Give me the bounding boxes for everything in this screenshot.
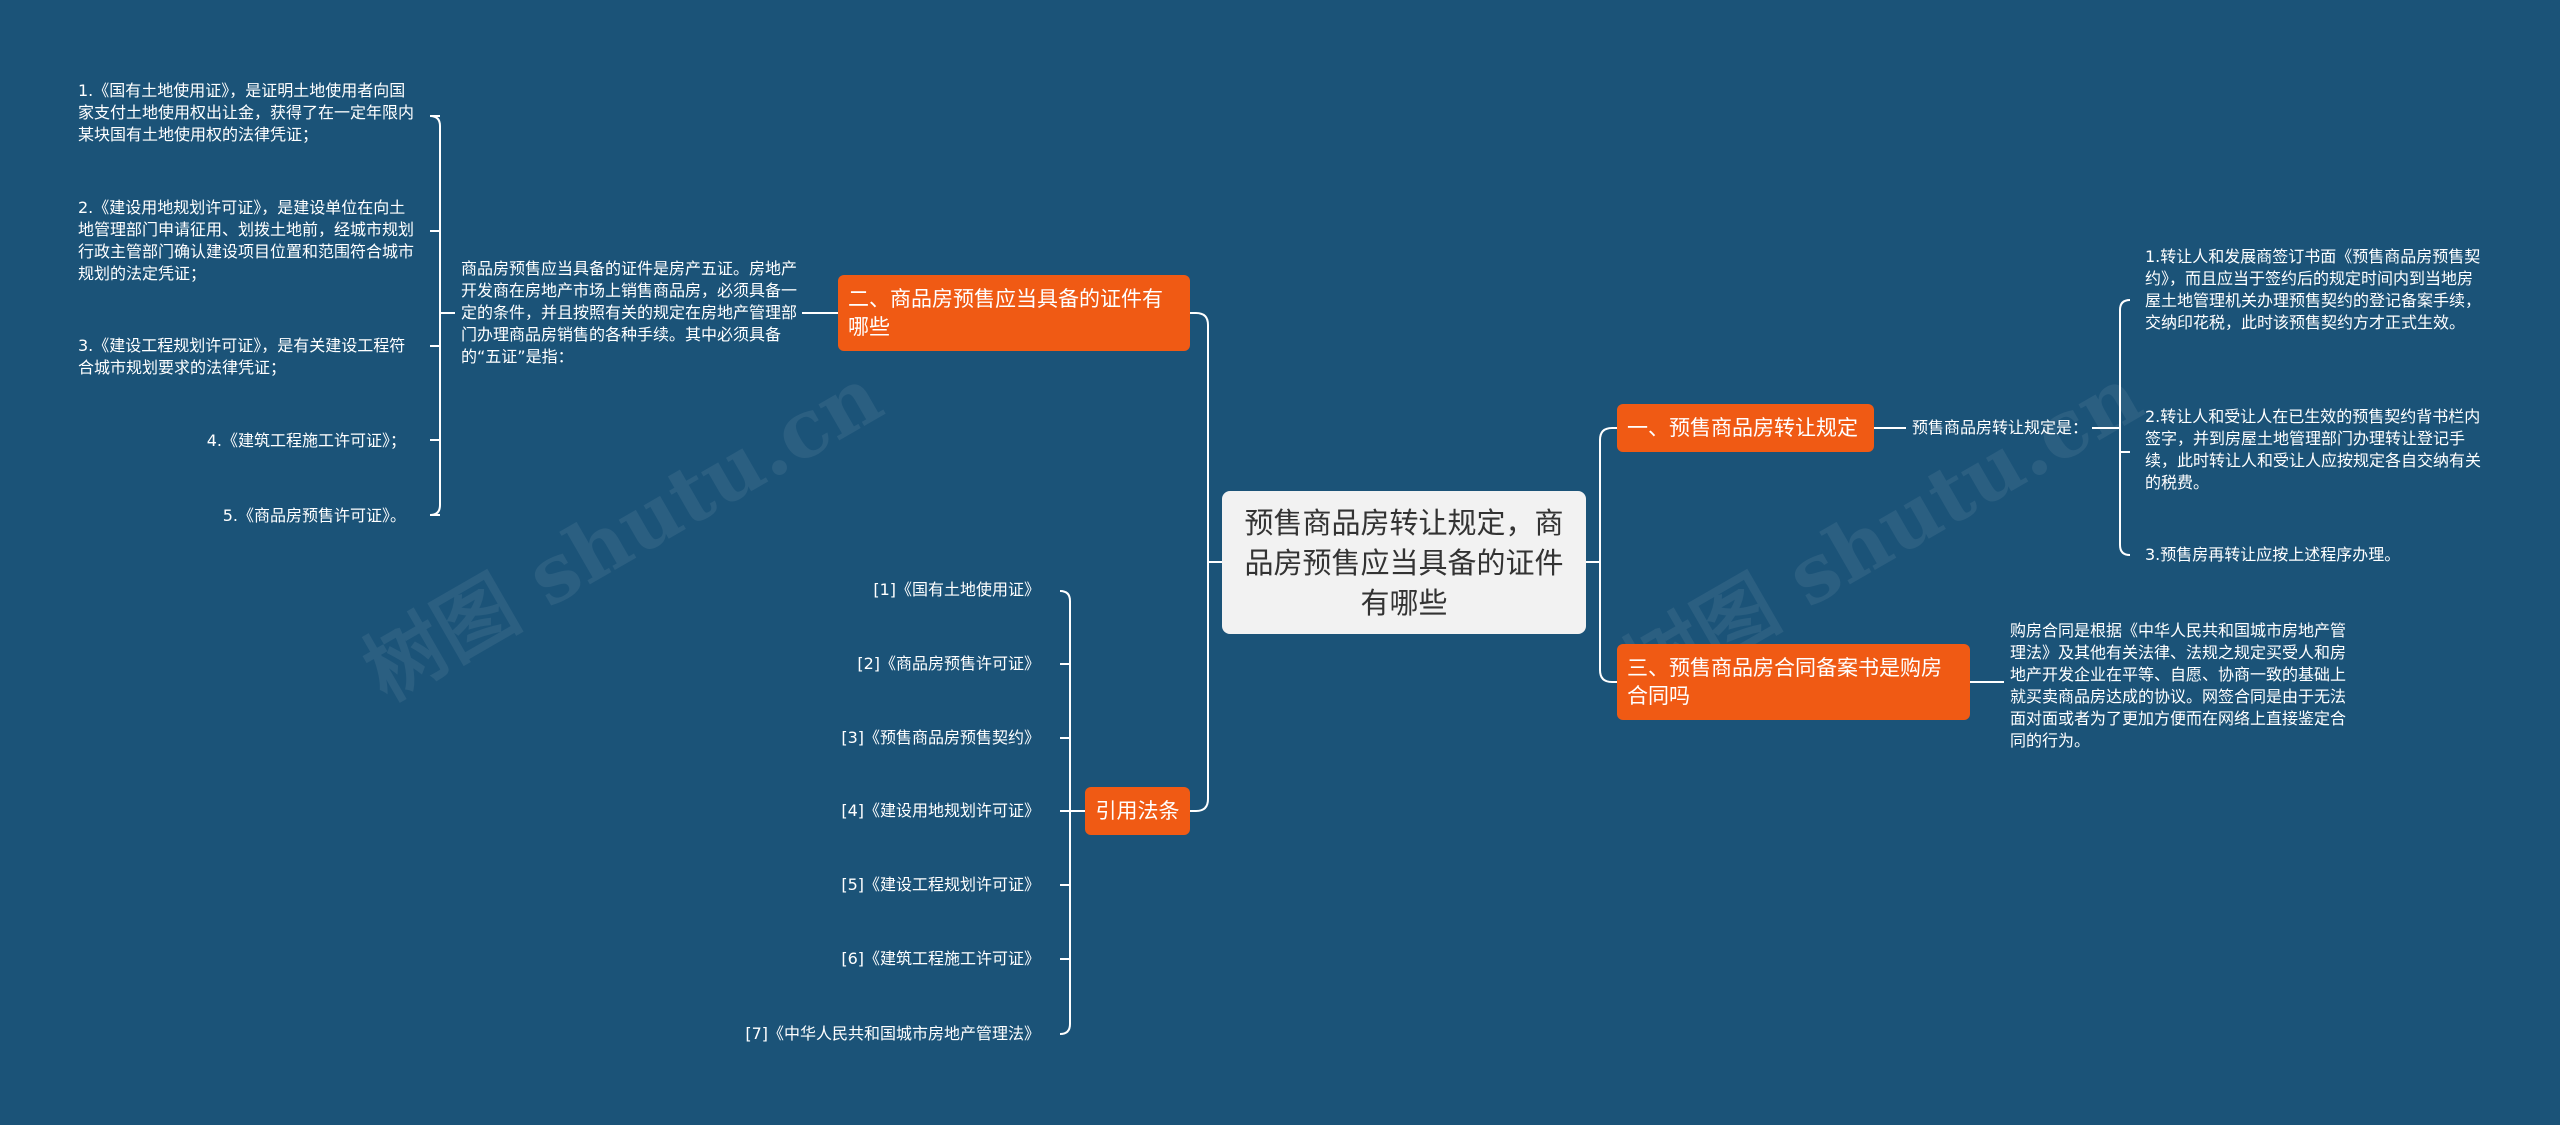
list-item: 3.《建设工程规划许可证》，是有关建设工程符合城市规划要求的法律凭证； [78, 336, 406, 377]
branch-contract-filing[interactable]: 三、预售商品房合同备案书是购房合同吗 [1617, 644, 1970, 720]
list-item: 5.《商品房预售许可证》。 [222, 506, 406, 525]
list-item: 1.《国有土地使用证》，是证明土地使用者向国家支付土地使用权出让金，获得了在一定… [78, 81, 415, 144]
list-item: 4.《建筑工程施工许可证》； [206, 431, 406, 450]
law-item: [4]《建设用地规划许可证》 [841, 801, 1040, 820]
branch-description: 商品房预售应当具备的证件是房产五证。房地产开发商在房地产市场上销售商品房，必须具… [461, 259, 798, 366]
list-item: 3.预售房再转让应按上述程序办理。 [2145, 545, 2401, 564]
branch-label: 二、商品房预售应当具备的证件有哪些 [848, 287, 1163, 339]
branch-label: 引用法条 [1095, 799, 1180, 823]
list-item: 2.《建设用地规划许可证》，是建设单位在向土地管理部门申请征用、划拨土地前，经城… [78, 198, 415, 283]
branch-presale-transfer-rules[interactable]: 一、预售商品房转让规定 [1617, 404, 1874, 452]
branch-description: 预售商品房转让规定是： [1912, 418, 2089, 437]
law-item: [1]《国有土地使用证》 [873, 580, 1040, 599]
branch-label: 一、预售商品房转让规定 [1627, 416, 1858, 440]
law-item: [6]《建筑工程施工许可证》 [841, 949, 1040, 968]
branch-description: 购房合同是根据《中华人民共和国城市房地产管理法》及其他有关法律、法规之规定买受人… [2010, 621, 2347, 750]
branch-cited-laws[interactable]: 引用法条 [1085, 787, 1190, 835]
law-item: [7]《中华人民共和国城市房地产管理法》 [745, 1024, 1040, 1043]
law-item: [3]《预售商品房预售契约》 [841, 728, 1040, 747]
law-item: [2]《商品房预售许可证》 [857, 654, 1040, 673]
root-topic-label: 预售商品房转让规定，商品房预售应当具备的证件有哪些 [1244, 505, 1564, 620]
list-item: 1.转让人和发展商签订书面《预售商品房预售契约》，而且应当于签约后的规定时间内到… [2145, 247, 2482, 332]
branch-label: 三、预售商品房合同备案书是购房合同吗 [1627, 656, 1942, 708]
root-topic[interactable]: 预售商品房转让规定，商品房预售应当具备的证件有哪些 [1222, 491, 1586, 634]
branch-required-certificates[interactable]: 二、商品房预售应当具备的证件有哪些 [838, 275, 1190, 351]
law-item: [5]《建设工程规划许可证》 [841, 875, 1040, 894]
list-item: 2.转让人和受让人在已生效的预售契约背书栏内签字，并到房屋土地管理部门办理转让登… [2145, 407, 2482, 492]
